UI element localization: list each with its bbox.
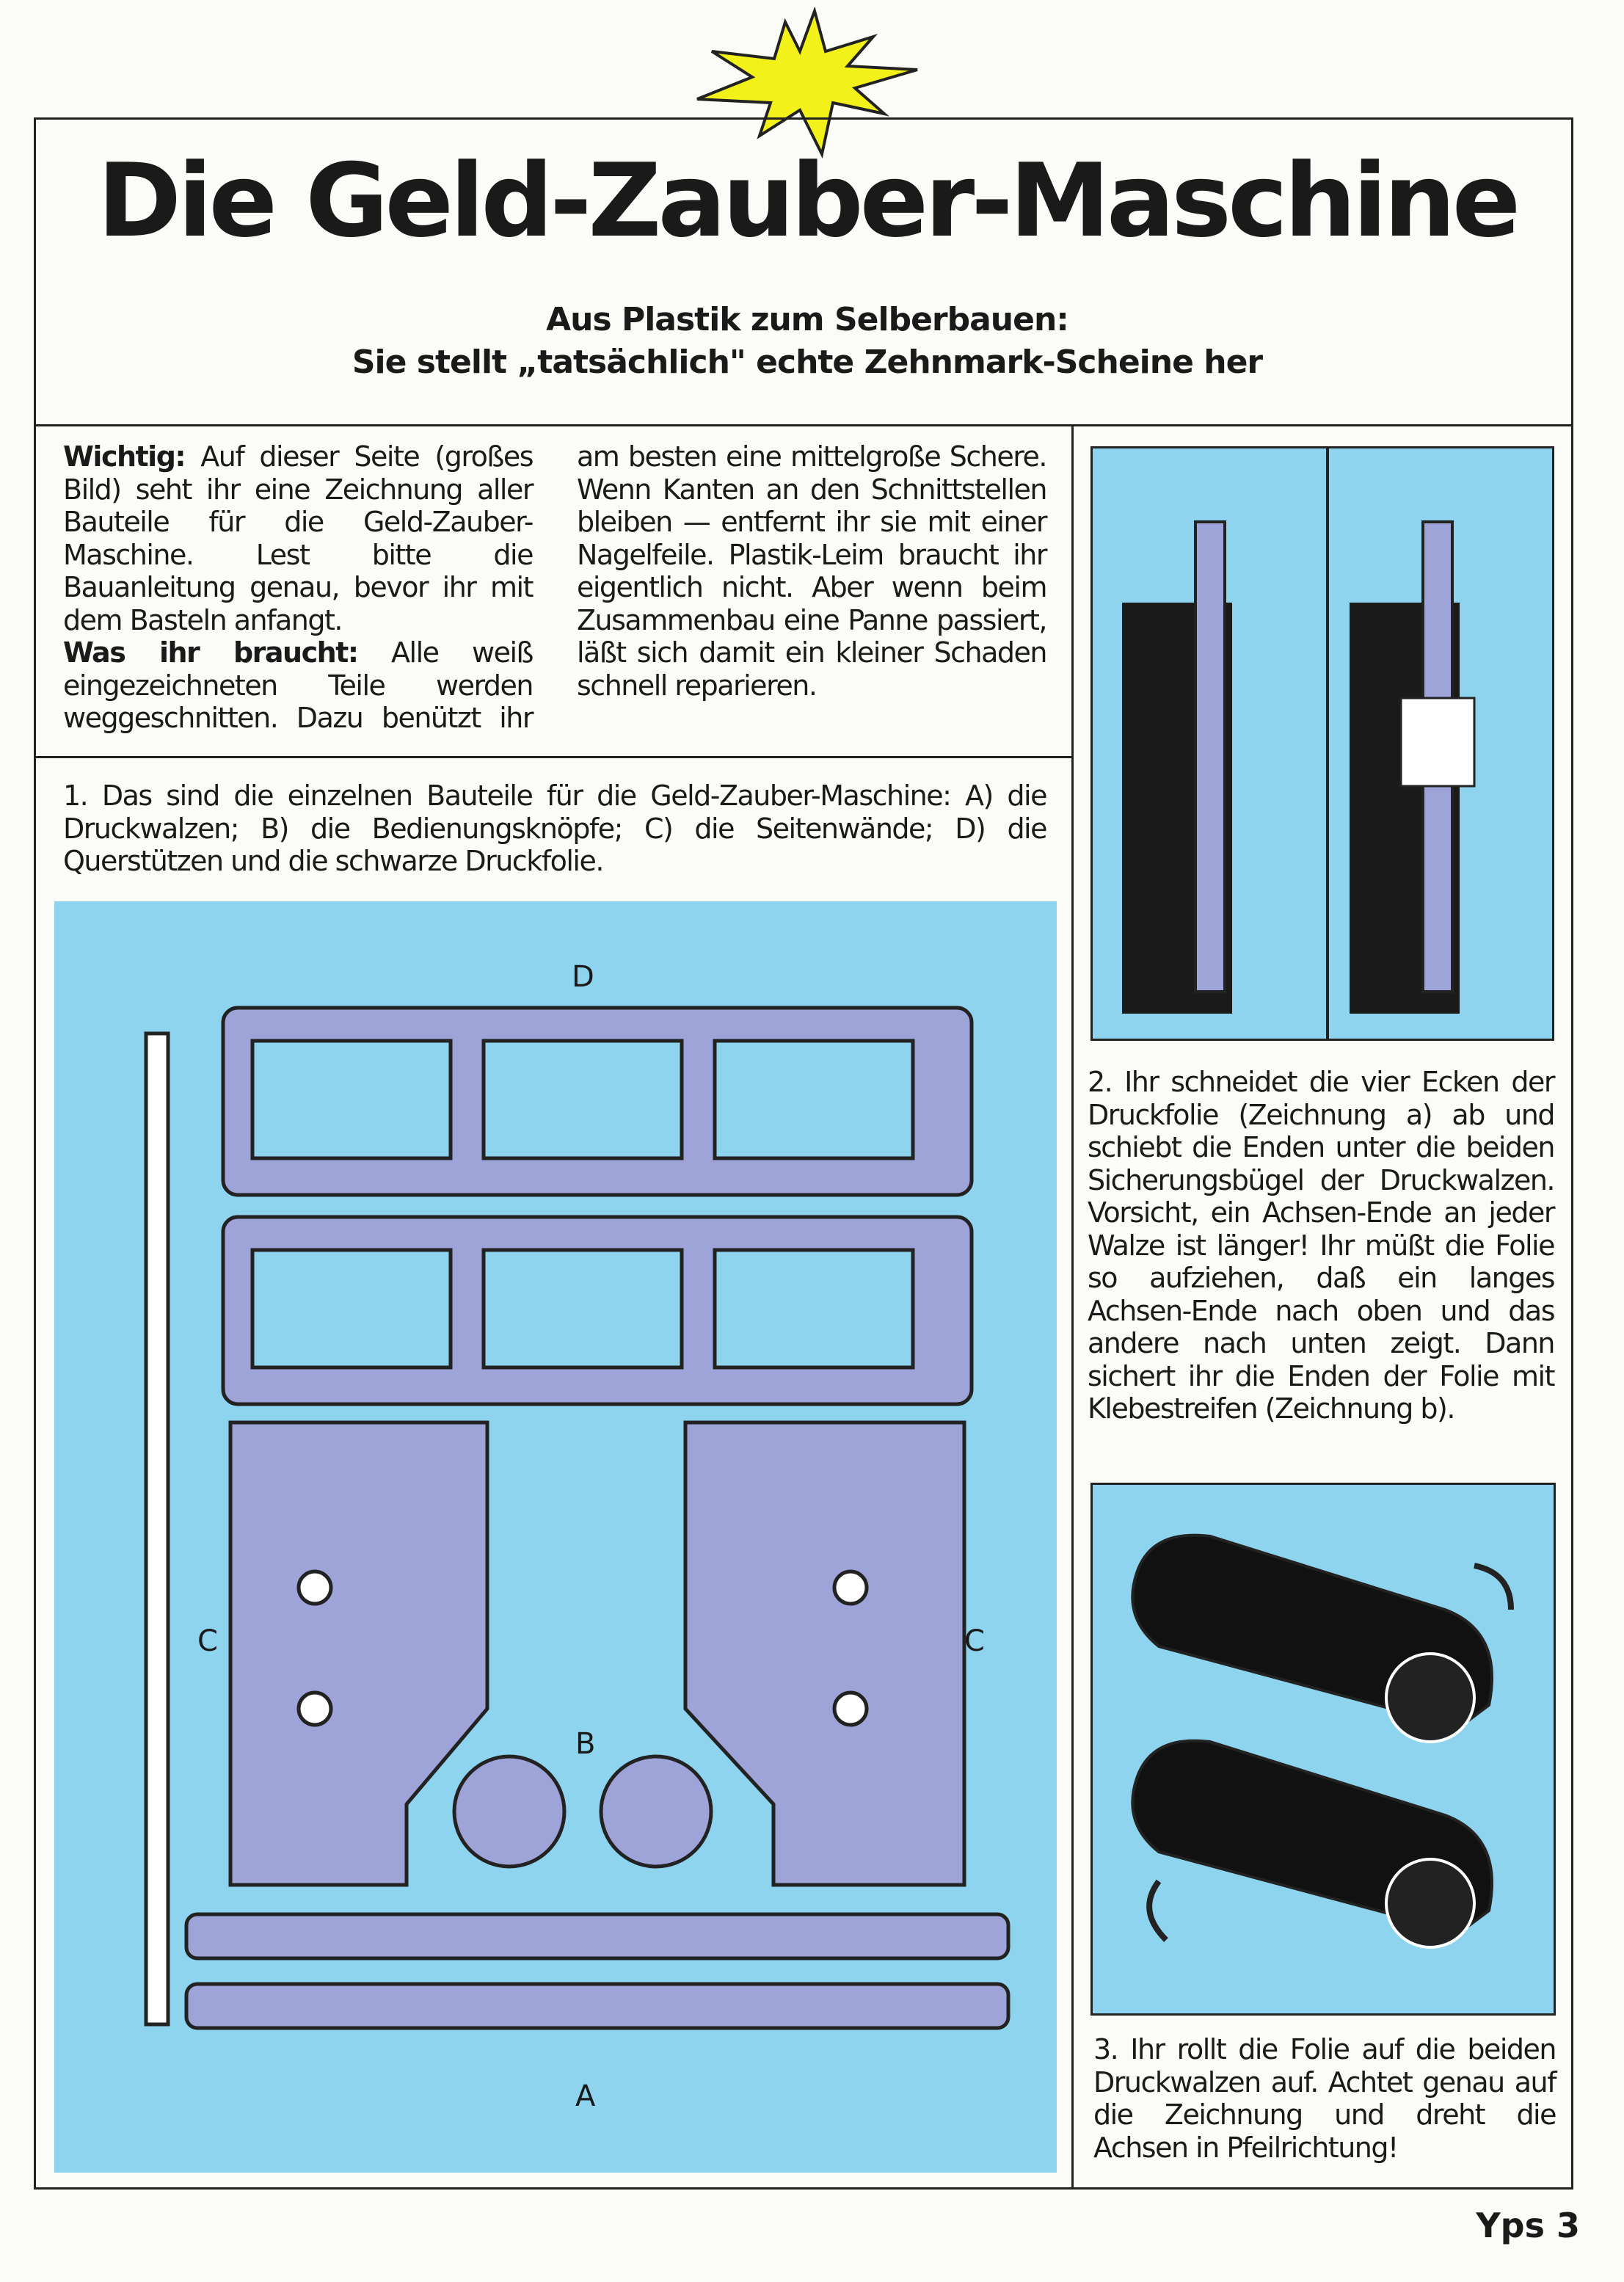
step2-text: 2. Ihr schneidet die vier Ecken der Druc… [1088,1066,1556,1425]
step3-text: 3. Ihr rollt die Folie auf die beiden Dr… [1093,2033,1557,2164]
step1-text: 1. Das sind die einzelnen Bauteile für d… [63,780,1048,877]
intro-text-1: Auf dieser Seite (großes Bild) seht ihr … [63,440,534,636]
intro-text-2: Alle weiß eingezeichneten Teile werden w… [63,440,1048,734]
starburst-icon [696,7,918,159]
divider [34,424,1573,426]
page-title: Die Geld-Zauber-Maschine [97,142,1521,260]
label-c-right: C [964,1624,985,1658]
intro-label-materials: Was ihr braucht: [63,636,359,669]
parts-illustration: D C C B A [54,901,1057,2173]
subtitle-line-1: Aus Plastik zum Selberbauen: [546,301,1069,338]
subtitle-line-2: Sie stellt „tatsächlich" echte Zehnmark-… [352,344,1263,381]
label-b: B [575,1727,596,1761]
page-number: Yps 3 [1476,2206,1580,2245]
page-frame [34,117,1573,2190]
label-d: D [572,960,594,994]
divider [1071,424,1074,2190]
divider [34,756,1073,758]
roller-foil-drawing [1122,448,1476,1039]
drawing-a-b [1090,446,1554,1041]
rollers-illustration [1131,1533,1514,1949]
rollers-drawing [1090,1483,1556,2016]
intro-text: Wichtig: Auf dieser Seite (großes Bild) … [63,440,1048,741]
label-a: A [575,2079,596,2113]
rotate-arrow-icon [1146,1879,1168,1942]
intro-label-important: Wichtig: [63,440,186,473]
parts-drawing [144,1006,1011,2030]
rotate-arrow-icon [1474,1563,1514,1610]
label-c-left: C [197,1624,218,1658]
